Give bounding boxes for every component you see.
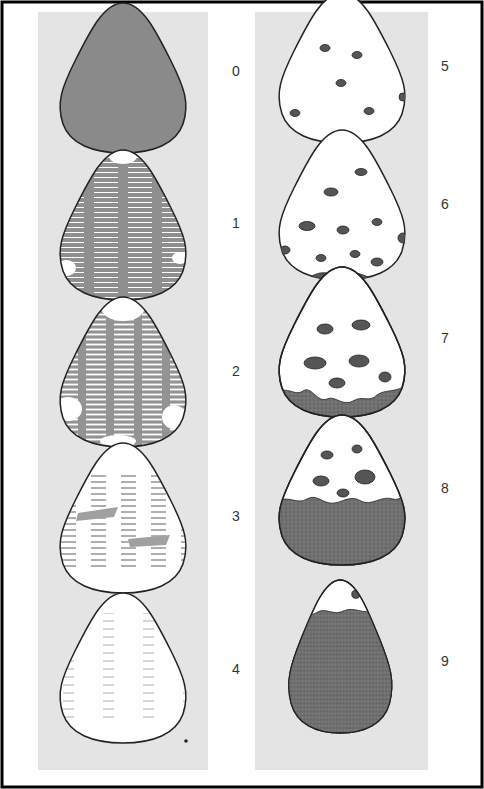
- stage-number: 4: [232, 662, 240, 676]
- stage-number: 2: [232, 364, 240, 378]
- stage-number: 1: [232, 216, 240, 230]
- stage-number: 8: [441, 481, 449, 495]
- stage-number: 9: [441, 654, 449, 668]
- stage-number: 0: [232, 64, 240, 78]
- stage-number: 7: [441, 331, 449, 345]
- stage-number: 3: [232, 509, 240, 523]
- stage-number: 5: [441, 59, 449, 73]
- stage-number: 6: [441, 197, 449, 211]
